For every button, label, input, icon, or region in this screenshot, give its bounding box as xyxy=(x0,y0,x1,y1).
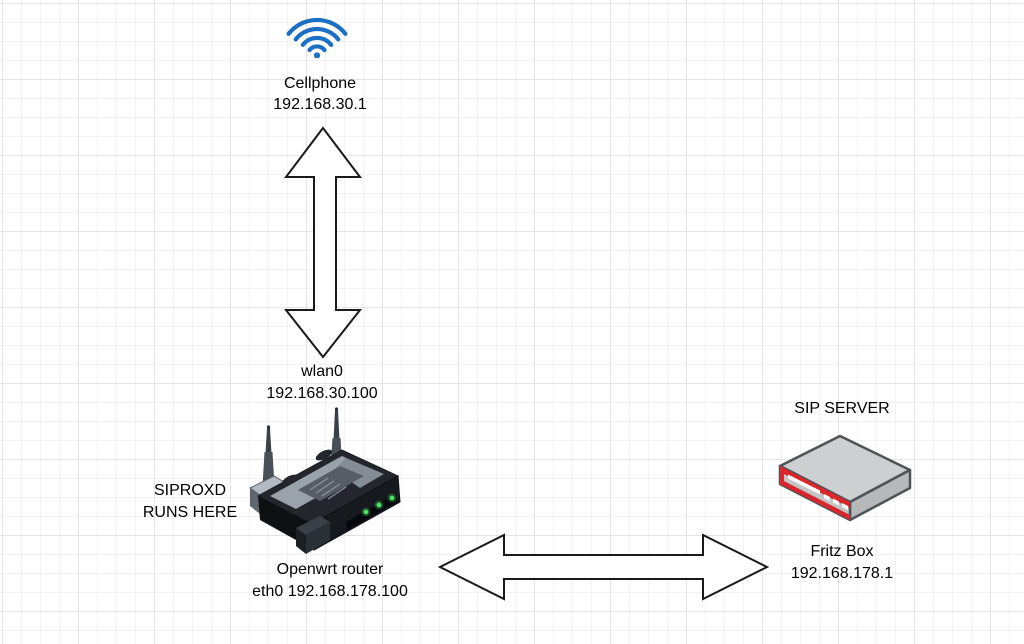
router-label: Openwrt router xyxy=(276,561,384,578)
fritzbox-image xyxy=(778,434,912,522)
cellphone-ip: 192.168.30.1 xyxy=(273,96,367,113)
vertical-double-arrow xyxy=(284,126,362,359)
wlan0-ip: 192.168.30.100 xyxy=(266,385,378,402)
horizontal-double-arrow xyxy=(437,533,770,601)
siproxd-note-line2: RUNS HERE xyxy=(142,504,238,521)
fritzbox-label: Fritz Box xyxy=(810,543,874,560)
router-eth-ip: eth0 192.168.178.100 xyxy=(252,583,408,600)
sip-server-title: SIP SERVER xyxy=(794,400,890,417)
siproxd-note-line1: SIPROXD xyxy=(153,482,226,499)
fritzbox-ip: 192.168.178.1 xyxy=(790,565,894,582)
wlan0-label: wlan0 xyxy=(301,363,343,380)
wifi-icon xyxy=(286,17,348,58)
cellphone-label: Cellphone xyxy=(283,75,357,92)
wireless-router-image xyxy=(249,407,401,554)
